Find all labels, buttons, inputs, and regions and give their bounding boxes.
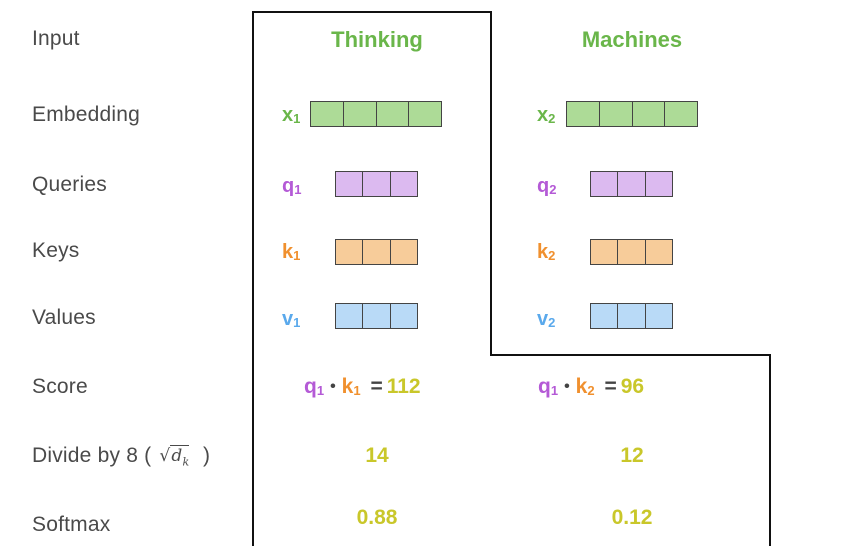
embedding-vector-x2 — [566, 101, 698, 127]
row-label-softmax: Softmax — [32, 513, 111, 536]
divided-score-2: 12 — [620, 444, 644, 467]
softmax-value-1: 0.88 — [356, 506, 398, 529]
x2-symbol: x2 — [537, 104, 556, 126]
query-vector-q1 — [335, 171, 418, 197]
score-equation-2: q1•k2 =96 — [538, 375, 645, 398]
value-vector-v2 — [590, 303, 673, 329]
key-vector-k2 — [590, 239, 673, 265]
embedding-vector-x1 — [310, 101, 442, 127]
row-label-values: Values — [32, 306, 96, 329]
sqrt-symbol: √ — [159, 446, 171, 466]
word-thinking: Thinking — [331, 27, 423, 52]
row-label-input: Input — [32, 27, 80, 50]
query-vector-q2 — [590, 171, 673, 197]
sqrt-dk: √dk — [159, 445, 195, 469]
score-equation-1: q1•k1 =112 — [304, 375, 421, 398]
softmax-value-2: 0.12 — [611, 506, 653, 529]
k1-symbol: k1 — [282, 241, 301, 263]
row-label-queries: Queries — [32, 173, 107, 196]
x1-symbol: x1 — [282, 104, 301, 126]
q1-symbol: q1 — [282, 175, 302, 197]
row-label-embedding: Embedding — [32, 103, 141, 126]
divide-close-paren: ) — [202, 444, 211, 467]
divide-label-text: Divide by 8 ( — [32, 444, 152, 467]
row-label-keys: Keys — [32, 239, 80, 262]
dk-d: d — [171, 446, 183, 466]
k2-symbol: k2 — [537, 241, 556, 263]
row-label-divide: Divide by 8 ( √dk ) — [32, 444, 210, 469]
q2-symbol: q2 — [537, 175, 557, 197]
row-label-score: Score — [32, 375, 88, 398]
value-vector-v1 — [335, 303, 418, 329]
key-vector-k1 — [335, 239, 418, 265]
divided-score-1: 14 — [365, 444, 389, 467]
v1-symbol: v1 — [282, 308, 301, 330]
dk-k: k — [182, 455, 190, 469]
v2-symbol: v2 — [537, 308, 556, 330]
word-machines: Machines — [581, 27, 683, 52]
